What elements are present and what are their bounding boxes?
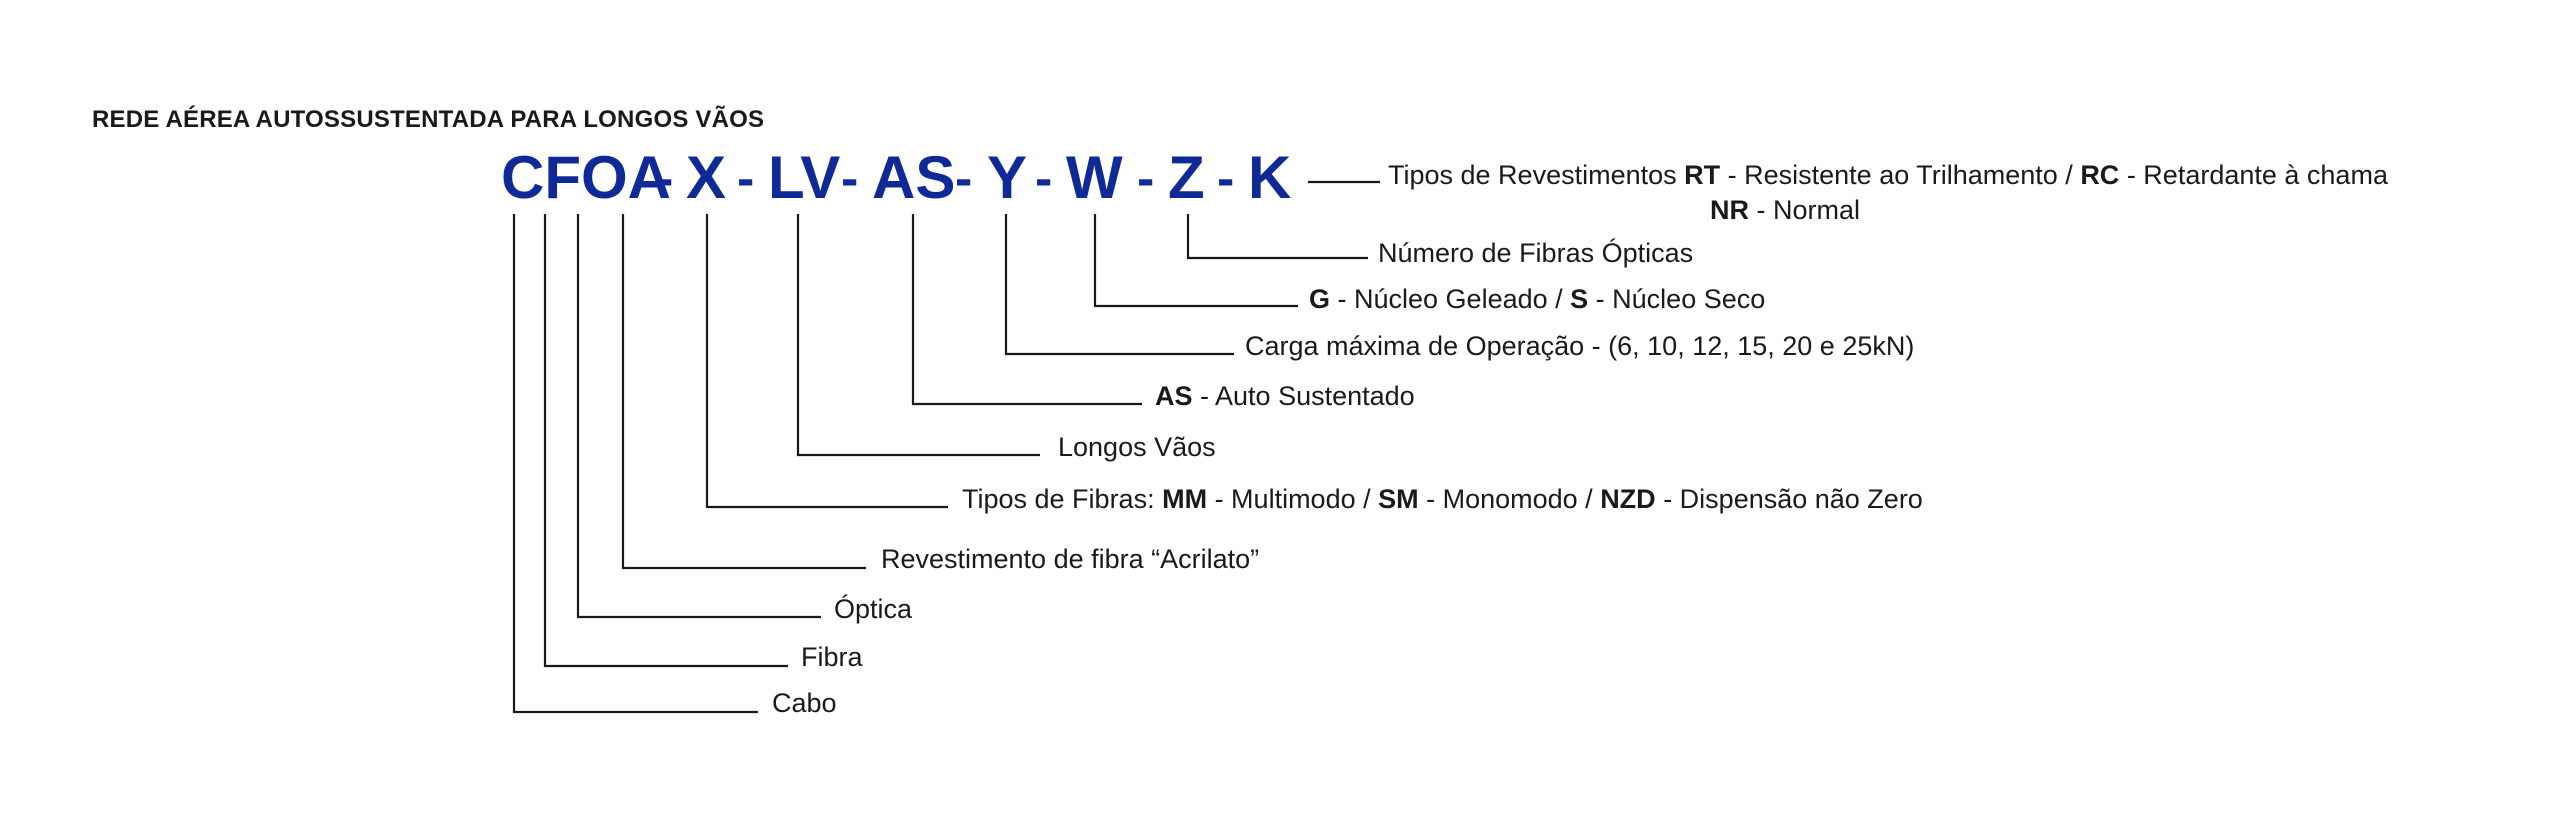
code-k: K — [1248, 144, 1291, 211]
connector-c — [512, 214, 758, 714]
label-revestimentos-normal: NR - Normal — [1710, 195, 1860, 225]
code-cfoa: CFOA — [501, 144, 671, 211]
connector-lv — [796, 214, 1040, 457]
code-z: Z — [1168, 144, 1205, 211]
code-w: W — [1066, 144, 1123, 211]
connector-a — [621, 214, 866, 570]
code-separator: - — [955, 150, 972, 208]
code-string: CFOA - X - LV - AS - Y - W - Z - K — [501, 144, 1291, 211]
label-cabo: Cabo — [772, 688, 837, 718]
code-separator: - — [841, 150, 858, 208]
connector-lines — [512, 180, 1380, 714]
code-separator: - — [1217, 150, 1234, 208]
labels: Tipos de Revestimentos RT - Resistente a… — [772, 160, 2389, 718]
code-as: AS — [872, 144, 955, 211]
code-separator: - — [656, 150, 673, 208]
code-x: X — [686, 144, 726, 211]
diagram-title: REDE AÉREA AUTOSSUSTENTADA PARA LONGOS V… — [92, 106, 765, 133]
connector-y — [1004, 214, 1234, 356]
code-separator: - — [1035, 150, 1052, 208]
code-separator: - — [737, 150, 754, 208]
code-y: Y — [987, 144, 1027, 211]
label-numero-fibras: Número de Fibras Ópticas — [1378, 237, 1693, 268]
label-revestimentos: Tipos de Revestimentos RT - Resistente a… — [1388, 160, 2389, 190]
label-nucleo: G - Núcleo Geleado / S - Núcleo Seco — [1309, 284, 1765, 314]
label-tipos-fibras: Tipos de Fibras: MM - Multimodo / SM - M… — [962, 484, 1923, 514]
code-lv: LV — [768, 144, 840, 211]
label-optica: Óptica — [834, 593, 913, 624]
label-carga-maxima: Carga máxima de Operação - (6, 10, 12, 1… — [1245, 331, 1914, 361]
label-auto-sustentado: AS - Auto Sustentado — [1155, 381, 1415, 411]
connector-f — [543, 214, 788, 668]
connector-as — [911, 214, 1142, 406]
connector-w — [1093, 214, 1298, 308]
label-longos-vaos: Longos Vãos — [1058, 432, 1216, 462]
label-acrilato: Revestimento de fibra “Acrilato” — [881, 544, 1259, 574]
connector-o — [576, 214, 821, 619]
connector-z — [1186, 214, 1368, 260]
label-fibra: Fibra — [801, 642, 863, 672]
connector-x — [705, 214, 948, 509]
code-separator: - — [1137, 150, 1154, 208]
